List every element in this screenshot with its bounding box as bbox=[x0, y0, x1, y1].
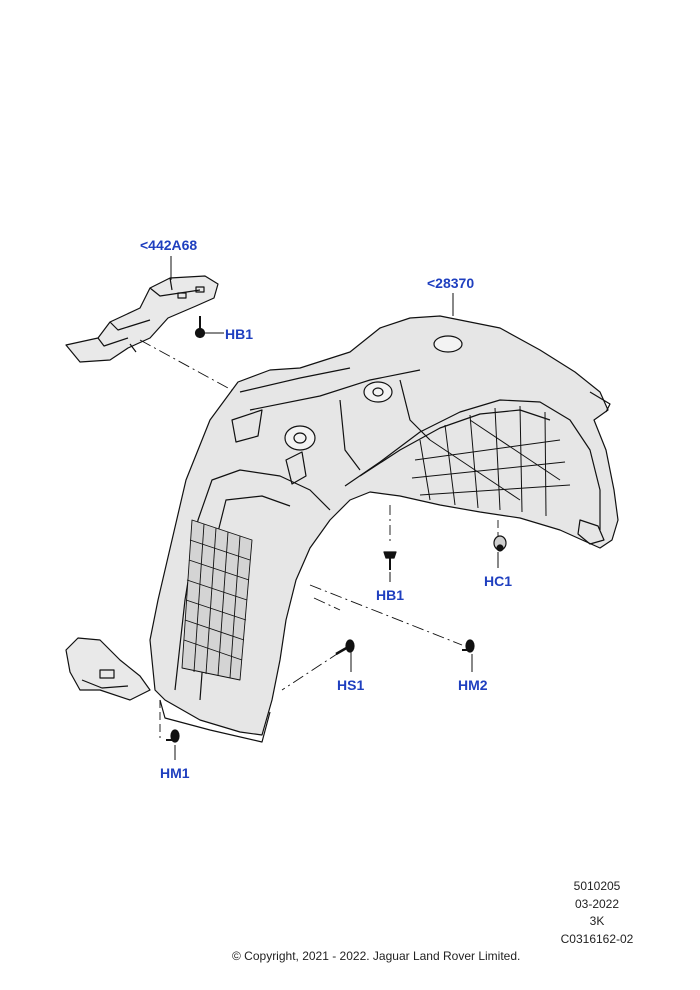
callout-hb1-lower[interactable]: HB1 bbox=[376, 587, 405, 603]
callout-bracket-442a68[interactable]: <442A68 bbox=[140, 237, 198, 253]
callout-hc1[interactable]: HC1 bbox=[484, 573, 513, 589]
wheel-arch-liner-part bbox=[65, 315, 619, 743]
illustration-code: 5010205 bbox=[573, 879, 621, 893]
bolt-hb1-upper bbox=[194, 316, 206, 339]
screw-hs1 bbox=[281, 639, 355, 691]
rivet-hm2 bbox=[309, 584, 475, 653]
fender-bracket-part bbox=[65, 275, 219, 363]
callout-hm2[interactable]: HM2 bbox=[458, 677, 488, 693]
illustration-reference: C0316162-02 bbox=[560, 932, 634, 946]
clip-hc1 bbox=[493, 520, 507, 552]
callout-hs1[interactable]: HS1 bbox=[337, 677, 365, 693]
rivet-hm1 bbox=[159, 700, 180, 743]
bolt-hb1-lower bbox=[383, 505, 397, 570]
illustration-date: 03-2022 bbox=[574, 897, 620, 911]
callout-hb1-upper[interactable]: HB1 bbox=[225, 326, 254, 342]
illustration-revision: 3K bbox=[589, 914, 605, 928]
callout-hm1[interactable]: HM1 bbox=[160, 765, 190, 781]
copyright-notice: © Copyright, 2021 - 2022. Jaguar Land Ro… bbox=[232, 949, 521, 963]
callout-liner-28370[interactable]: <28370 bbox=[427, 275, 475, 291]
